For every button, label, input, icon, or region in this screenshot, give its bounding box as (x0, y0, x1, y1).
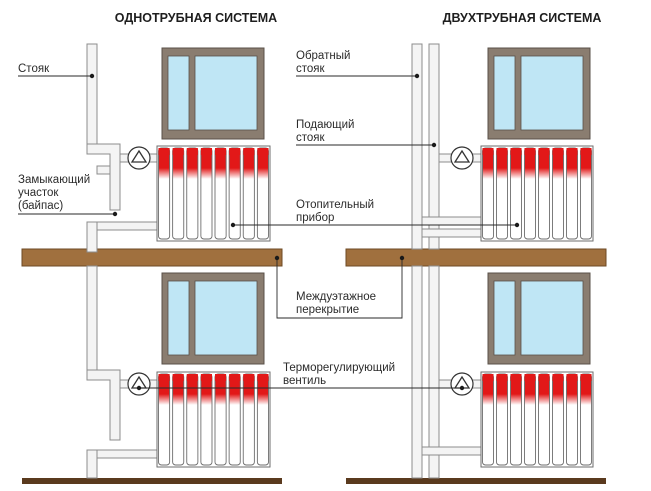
supply-riser-label-1: Подающий (296, 119, 354, 131)
radiator-section (482, 373, 494, 466)
floor-slab-label-2: перекрытие (296, 304, 359, 316)
radiator-hot-top (552, 374, 564, 381)
radiator-section (524, 147, 536, 240)
radiator-hot-top (200, 148, 212, 155)
radiator-section (200, 147, 213, 240)
thermo-valve-label-1: Терморегулирующий (283, 362, 395, 374)
radiator-hot-top (229, 374, 241, 381)
radiator-hot-top (158, 374, 170, 381)
window-left-lower (161, 272, 265, 365)
two-pipe-title: ДВУХТРУБНАЯ СИСТЕМА (443, 11, 602, 25)
return-riser-label-2: стояк (296, 63, 326, 75)
supply-riser-label-2: стояк (296, 132, 326, 144)
radiator-hot-top (257, 148, 269, 155)
thermo-valve-icon (127, 146, 151, 170)
radiator-left-lower (156, 371, 271, 468)
bypass-label-3: (байпас) (18, 200, 63, 212)
window-right-lower (487, 272, 591, 365)
radiator-section (496, 373, 508, 466)
radiator-section (566, 147, 578, 240)
radiator-section (510, 373, 522, 466)
bypass-label-2: участок (18, 187, 59, 199)
thermo-valve-label-2: вентиль (283, 375, 326, 387)
thermo-valve-icon (127, 372, 151, 396)
radiator-section (214, 147, 227, 240)
radiator-hot-top (158, 148, 170, 155)
floor-slab-right (345, 248, 607, 267)
radiator-hot-top (510, 148, 522, 155)
radiator-hot-top (215, 148, 227, 155)
return-riser-label-1: Обратный (296, 50, 350, 62)
thermo-valve-icon (450, 372, 474, 396)
floor-slab-left (21, 248, 283, 267)
radiator-section (580, 147, 592, 240)
window-right-upper (487, 47, 591, 140)
radiator-hot-top (243, 148, 255, 155)
radiator-section (524, 373, 536, 466)
radiator-hot-top (482, 148, 494, 155)
radiator-section (538, 147, 550, 240)
radiator-hot-top (552, 148, 564, 155)
radiator-hot-top (243, 374, 255, 381)
bottom-floor-right (346, 478, 606, 484)
radiator-section (552, 373, 564, 466)
radiator-hot-top (496, 148, 508, 155)
radiator-hot-top (200, 374, 212, 381)
single-pipe-title: ОДНОТРУБНАЯ СИСТЕМА (115, 11, 277, 25)
radiator-section (538, 373, 550, 466)
thermo-valve-icon (450, 146, 474, 170)
radiator-hot-top (172, 374, 184, 381)
radiator-hot-top (524, 148, 536, 155)
radiator-hot-top (538, 374, 550, 381)
radiator-hot-top (186, 148, 198, 155)
radiator-hot-top (496, 374, 508, 381)
radiator-right-lower (480, 371, 594, 468)
radiator-hot-top (580, 374, 592, 381)
radiator-section (566, 373, 578, 466)
radiator-hot-top (524, 374, 536, 381)
window-left-upper (161, 47, 265, 140)
radiator-hot-top (580, 148, 592, 155)
radiator-hot-top (566, 374, 578, 381)
radiator-hot-top (215, 374, 227, 381)
bypass-label-1: Замыкающий (18, 174, 90, 186)
radiator-hot-top (229, 148, 241, 155)
heater-label-1: Отопительный (296, 199, 374, 211)
radiator-hot-top (482, 374, 494, 381)
leader-lines (18, 73, 520, 391)
radiator-hot-top (257, 374, 269, 381)
radiator-hot-top (510, 374, 522, 381)
radiator-left-upper (156, 145, 271, 242)
radiator-hot-top (566, 148, 578, 155)
radiator-section (552, 147, 564, 240)
riser-label: Стояк (18, 63, 50, 75)
heater-label-2: прибор (296, 212, 334, 224)
radiator-right-upper (480, 145, 594, 242)
floor-slab-label-1: Междуэтажное (296, 291, 376, 303)
radiator-section (158, 147, 171, 240)
radiator-section (172, 147, 185, 240)
radiator-hot-top (172, 148, 184, 155)
radiator-section (186, 147, 199, 240)
radiator-hot-top (186, 374, 198, 381)
radiator-section (580, 373, 592, 466)
bottom-floor-left (22, 478, 282, 484)
radiator-hot-top (538, 148, 550, 155)
